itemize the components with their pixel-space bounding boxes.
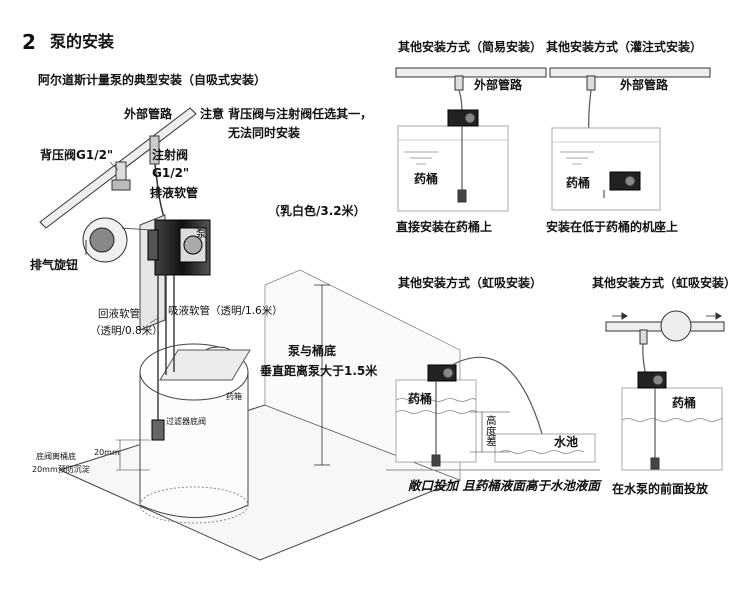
label-milky-white: （乳白色/3.2米）: [268, 204, 366, 218]
label-pump-to-bottom-2: 垂直距离泵大于1.5米: [260, 364, 378, 378]
pool: [494, 433, 596, 463]
panel-simple-caption: 直接安装在药桶上: [396, 220, 493, 234]
label-return-hose: 回液软管: [98, 308, 140, 320]
panel-siphon1-pool-label: 水池: [554, 435, 579, 449]
panel-flooded-caption: 安装在低于药桶的机座上: [546, 220, 679, 234]
panel-siphon2-caption: 在水泵的前面投放: [612, 482, 709, 496]
label-backpressure-valve: 背压阀G1/2": [40, 148, 114, 162]
label-injection-valve-1: 注射阀: [152, 148, 189, 162]
label-20mm: 20mm: [94, 448, 120, 457]
label-injection-valve-2: G1/2": [152, 166, 190, 180]
section-number: 2: [22, 30, 36, 54]
panel-flooded-pipe-label: 外部管路: [620, 78, 669, 92]
panel-flooded-title: 其他安装方式（灌注式安装）: [546, 40, 703, 54]
label-pump: 泵: [196, 228, 207, 240]
panel-siphon2-title: 其他安装方式（虹吸安装）: [592, 276, 737, 290]
label-external-pipe: 外部管路: [124, 107, 173, 121]
label-bottom-valve-1: 底阀离桶底: [36, 452, 76, 461]
main-title: 阿尔道斯计量泵的典型安装（自吸式安装）: [38, 73, 267, 87]
panel-simple-illustration: [395, 67, 547, 212]
note-line-2: 无法同时安装: [228, 126, 301, 140]
panel-flooded-illustration: [549, 67, 711, 211]
panel-simple-tank-label: 药桶: [414, 172, 439, 186]
panel-siphon2-illustration: [605, 310, 725, 471]
main-illustration: [39, 107, 462, 561]
panel-siphon1-tank-label: 药桶: [408, 392, 433, 406]
label-bottom-valve-2: 20mm预防沉淀: [32, 465, 90, 474]
panel-siphon1-illustration: [386, 356, 600, 471]
panel-siphon1-title: 其他安装方式（虹吸安装）: [398, 276, 543, 290]
label-discharge-hose: 排液软管: [150, 186, 199, 200]
label-filter-valve: 过滤器底阀: [166, 417, 206, 426]
label-tank: 药箱: [226, 392, 242, 401]
water-pump-housing: [660, 310, 692, 342]
section-title: 泵的安装: [50, 32, 115, 51]
panel-siphon1-height-label: 高度差: [486, 415, 497, 448]
note-line-1: 注意 背压阀与注射阀任选其一，: [200, 107, 373, 121]
filter-foot-valve: [151, 419, 165, 441]
panel-siphon1-caption: 敞口投加 且药桶液面高于水池液面: [408, 478, 600, 493]
label-bleed-knob: 排气旋钮: [30, 258, 79, 272]
panel-simple-pipe-label: 外部管路: [474, 78, 523, 92]
label-suction-hose: 吸液软管（透明/1.6米）: [168, 305, 283, 317]
label-return-hose-spec: （透明/0.8米）: [90, 325, 163, 337]
panel-siphon2-tank-label: 药桶: [672, 396, 697, 410]
panel-simple-title: 其他安装方式（简易安装）: [398, 40, 543, 54]
label-pump-to-bottom-1: 泵与桶底: [288, 344, 337, 358]
tank-body: [139, 372, 249, 518]
panel-flooded-tank-label: 药桶: [566, 176, 591, 190]
